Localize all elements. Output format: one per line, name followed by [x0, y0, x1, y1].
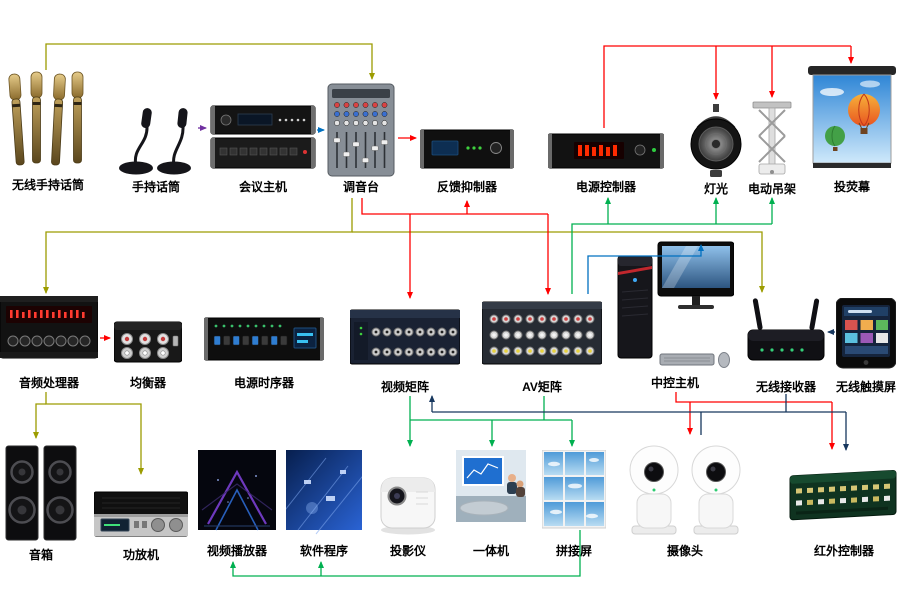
node-label: 软件程序	[299, 544, 348, 558]
node-projector: 投影仪	[374, 452, 442, 558]
node-av-matrix: AV矩阵	[482, 298, 602, 394]
speaker-icon	[5, 445, 77, 541]
stage-light-icon	[690, 104, 742, 177]
camera-icon	[629, 445, 741, 535]
node-central-host: 中控主机	[616, 240, 734, 390]
equalizer-icon	[114, 321, 182, 363]
node-label: 手持话筒	[131, 180, 180, 194]
node-label: AV矩阵	[522, 380, 562, 394]
node-label: 投荧幕	[833, 180, 870, 194]
node-label: 均衡器	[129, 376, 166, 390]
node-wireless-mic: 无线手持话筒	[6, 70, 90, 192]
projection-screen-icon	[808, 66, 896, 168]
node-feedback-suppressor: 反馈抑制器	[420, 124, 514, 194]
node-label: 电动吊架	[748, 182, 797, 196]
node-label: 摄像头	[666, 544, 703, 558]
node-label: 灯光	[703, 182, 728, 196]
node-wireless-receiver: 无线接收器	[746, 296, 826, 394]
software-program-icon	[286, 450, 362, 535]
power-controller-icon	[548, 133, 664, 169]
electric-hanger-icon	[752, 101, 792, 175]
amplifier-icon	[94, 491, 188, 537]
all-in-one-icon	[456, 450, 526, 522]
node-power-sequencer: 电源时序器	[204, 312, 324, 390]
node-label: 反馈抑制器	[436, 180, 497, 194]
node-electric-hanger: 电动吊架	[748, 100, 797, 196]
node-light: 灯光	[688, 102, 744, 196]
node-amplifier: 功放机	[94, 466, 188, 562]
node-label: 音频处理器	[18, 376, 79, 390]
node-camera: 摄像头	[624, 438, 746, 558]
node-audio-processor: 音频处理器	[0, 296, 98, 390]
node-label: 无线手持话筒	[11, 178, 84, 192]
wireless-mic-icon	[8, 71, 84, 166]
node-conference-host: 会议主机	[210, 98, 316, 194]
node-mixer: 调音台	[326, 82, 396, 194]
node-video-player: 视频播放器	[198, 450, 276, 558]
wireless-touchscreen-icon	[836, 298, 896, 369]
node-label: 无线接收器	[755, 380, 816, 394]
node-label: 拼接屏	[555, 544, 592, 558]
audio-processor-icon	[0, 296, 98, 359]
node-label: 功放机	[122, 548, 159, 562]
node-label: 红外控制器	[813, 544, 874, 558]
node-label: 视频播放器	[206, 544, 267, 558]
handheld-mic-icon	[119, 108, 191, 175]
node-label: 中控主机	[650, 376, 699, 390]
projector-icon	[380, 477, 436, 535]
power-sequencer-icon	[204, 317, 324, 361]
node-label: 调音台	[342, 180, 379, 194]
video-matrix-icon	[350, 309, 460, 365]
node-label: 音箱	[28, 548, 53, 562]
node-label: 无线触摸屏	[836, 380, 897, 394]
splicing-screen-icon	[542, 450, 606, 529]
node-handheld-mic: 手持话筒	[114, 92, 198, 194]
node-video-matrix: 视频矩阵	[350, 302, 460, 394]
node-software-program: 软件程序	[286, 450, 362, 558]
video-player-icon	[198, 450, 276, 531]
node-label: 视频矩阵	[380, 380, 429, 394]
node-label: 电源时序器	[233, 376, 294, 390]
node-label: 投影仪	[389, 544, 426, 558]
central-host-icon	[617, 241, 734, 368]
node-splicing-screen: 拼接屏	[542, 450, 606, 558]
wireless-receiver-icon	[747, 298, 825, 361]
conference-host-icon	[210, 105, 316, 169]
node-power-controller: 电源控制器	[548, 130, 664, 194]
feedback-suppressor-icon	[420, 129, 514, 169]
mixer-icon	[327, 83, 395, 177]
node-ir-controller: 红外控制器	[788, 452, 900, 558]
node-speaker: 音箱	[4, 442, 78, 562]
av-matrix-icon	[482, 301, 602, 365]
node-wireless-touchscreen: 无线触摸屏	[836, 298, 896, 394]
node-label: 电源控制器	[575, 180, 636, 194]
node-all-in-one: 一体机	[456, 450, 526, 558]
node-equalizer: 均衡器	[114, 312, 182, 390]
node-label: 会议主机	[238, 180, 287, 194]
node-label: 一体机	[472, 544, 509, 558]
ir-controller-icon	[789, 469, 897, 521]
node-projection-screen: 投荧幕	[808, 66, 896, 194]
